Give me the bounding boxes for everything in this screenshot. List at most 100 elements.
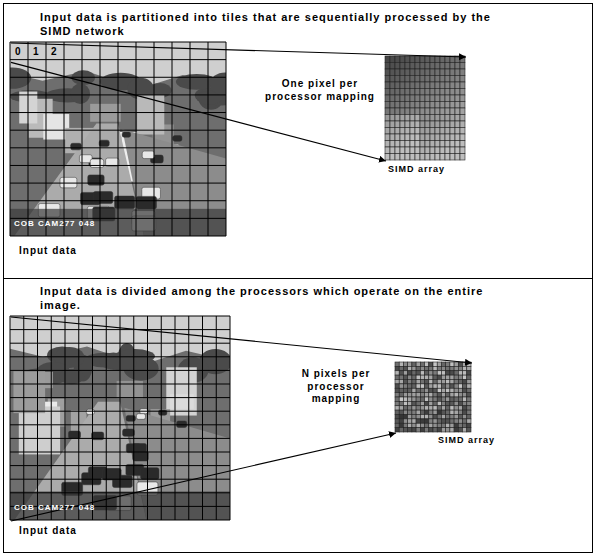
processor-cell [437, 401, 441, 405]
processor-cell [441, 384, 445, 388]
processor-cell [430, 82, 435, 89]
processor-cell [437, 410, 441, 414]
grid-line [10, 329, 230, 330]
processor-cell [429, 393, 433, 397]
tile-number: 2 [51, 46, 65, 59]
processor-cell [395, 366, 399, 370]
processor-cell [441, 393, 445, 397]
processor-cell [454, 384, 458, 388]
processor-cell [420, 69, 425, 76]
processor-cell [425, 56, 430, 63]
grid-line [10, 183, 226, 184]
processor-cell [437, 423, 441, 427]
car [71, 143, 82, 150]
car [177, 421, 187, 427]
processor-cell [450, 95, 455, 102]
processor-cell [395, 95, 400, 102]
grid-line [120, 316, 121, 520]
processor-cell [463, 397, 467, 401]
processor-cell [430, 147, 435, 154]
processor-cell [429, 415, 433, 419]
processor-cell [412, 397, 416, 401]
processor-cell [433, 393, 437, 397]
processor-cell [408, 362, 412, 366]
processor-cell [446, 366, 450, 370]
processor-cell [437, 397, 441, 401]
processor-cell [433, 397, 437, 401]
processor-cell [425, 76, 430, 83]
processor-cell [430, 69, 435, 76]
street-photo [10, 316, 230, 520]
processor-cell [437, 362, 441, 366]
processor-cell [420, 428, 424, 432]
processor-cell [440, 95, 445, 102]
processor-cell [395, 69, 400, 76]
processor-cell [454, 366, 458, 370]
processor-cell [440, 141, 445, 148]
processor-cell [390, 128, 395, 135]
processor-cell [441, 415, 445, 419]
grid-line [10, 59, 226, 60]
processor-cell [420, 371, 424, 375]
processor-cell [403, 388, 407, 392]
processor-cell [460, 115, 465, 122]
processor-cell [425, 82, 430, 89]
grid-line [78, 316, 79, 520]
processor-cell [446, 401, 450, 405]
processor-cell [408, 397, 412, 401]
processor-cell [415, 69, 420, 76]
processor-cell [415, 56, 420, 63]
processor-cell [446, 423, 450, 427]
processor-cell [460, 63, 465, 70]
grid-line [10, 438, 230, 439]
processor-cell [415, 108, 420, 115]
processor-cell [420, 393, 424, 397]
processor-cell [435, 76, 440, 83]
processor-cell [450, 406, 454, 410]
processor-cell [437, 388, 441, 392]
processor-cell [441, 362, 445, 366]
processor-cell [445, 154, 450, 161]
processor-cell [395, 121, 400, 128]
processor-cell [399, 397, 403, 401]
processor-cell [416, 388, 420, 392]
processor-cell [430, 141, 435, 148]
grid-line [10, 147, 226, 148]
processor-cell [445, 89, 450, 96]
processor-cell [437, 380, 441, 384]
processor-cell [458, 366, 462, 370]
processor-cell [410, 121, 415, 128]
array-caption: SIMD array [388, 164, 498, 175]
processor-cell [395, 401, 399, 405]
grid-line [37, 316, 38, 520]
processor-cell [385, 69, 390, 76]
processor-cell [390, 56, 395, 63]
processor-cell [458, 401, 462, 405]
processor-cell [458, 384, 462, 388]
processor-cell [450, 371, 454, 375]
grid-line [118, 42, 119, 236]
processor-cell [410, 141, 415, 148]
processor-cell [385, 95, 390, 102]
processor-cell [412, 380, 416, 384]
processor-cell [458, 393, 462, 397]
processor-cell [455, 141, 460, 148]
processor-cell [405, 115, 410, 122]
processor-cell [454, 406, 458, 410]
grid-line [10, 384, 230, 385]
processor-cell [420, 95, 425, 102]
processor-cell [429, 419, 433, 423]
processor-cell [385, 147, 390, 154]
processor-cell [450, 134, 455, 141]
mapping-label: One pixel per processor mapping [256, 78, 384, 103]
processor-cell [430, 56, 435, 63]
processor-cell [420, 410, 424, 414]
grid-line [10, 520, 230, 521]
processor-cell [437, 406, 441, 410]
grid-line [133, 316, 134, 520]
processor-cell [463, 410, 467, 414]
processor-cell [429, 362, 433, 366]
processor-cell [460, 108, 465, 115]
processor-cell [450, 423, 454, 427]
processor-cell [410, 115, 415, 122]
